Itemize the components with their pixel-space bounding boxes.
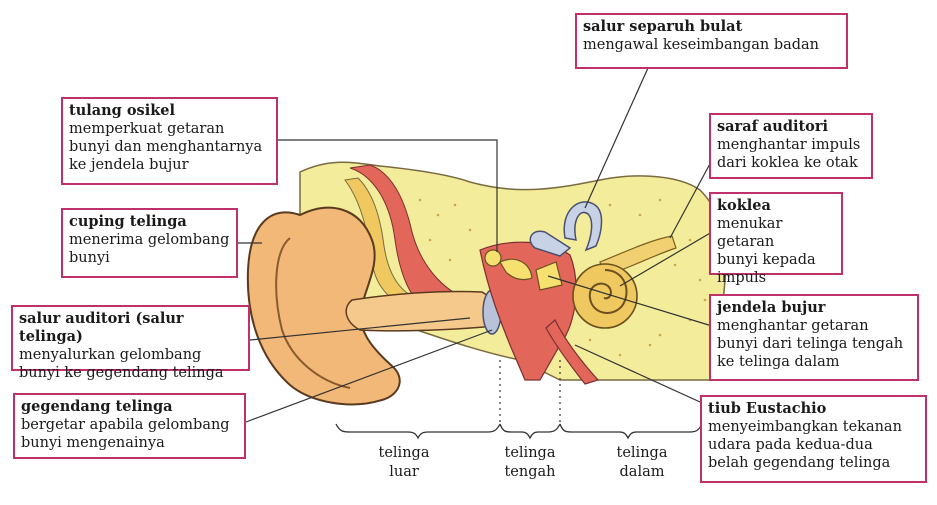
label-gegendang-telinga: gegendang telinga bergetar apabila gelom… [13,393,246,459]
label-salur-separuh-bulat: salur separuh bulat mengawal keseimbanga… [575,13,848,69]
label-title: jendela bujur [717,299,826,316]
label-title: saraf auditori [717,118,828,135]
label-title: salur separuh bulat [583,18,743,35]
label-desc: bergetar apabila gelombang bunyi mengena… [21,417,230,451]
label-desc: menyeimbangkan tekanan udara pada kedua-… [708,419,902,471]
label-title: tiub Eustachio [708,400,827,417]
region-dividers [499,360,561,425]
cochlea [572,263,638,329]
region-telinga-tengah: telinga tengah [504,445,556,480]
region-brackets [335,423,703,440]
label-cuping-telinga: cuping telinga menerima gelombang bunyi [61,208,238,278]
label-salur-auditori: salur auditori (salur telinga) menyalurk… [11,305,250,381]
eustachian-tube [545,319,600,385]
label-title: tulang osikel [69,102,175,119]
label-desc: menghantar getaran bunyi dari telinga te… [717,318,904,370]
pinna [246,206,401,406]
label-desc: menyalurkan gelombang bunyi ke gegendang… [19,347,224,381]
label-tulang-osikel: tulang osikel memperkuat getaran bunyi d… [61,97,278,185]
pinna-fold [275,237,351,389]
label-desc: menghantar impuls dari koklea ke otak [717,137,861,171]
label-desc: menerima gelombang bunyi [69,232,230,266]
label-desc: mengawal keseimbangan badan [583,37,820,53]
region-telinga-dalam: telinga dalam [616,445,668,480]
label-desc: memperkuat getaran bunyi dan menghantarn… [69,121,263,173]
label-title: koklea [717,197,771,214]
label-tiub-eustachio: tiub Eustachio menyeimbangkan tekanan ud… [700,395,927,483]
label-koklea: koklea menukar getaran bunyi kepada impu… [709,192,843,286]
label-title: cuping telinga [69,213,187,230]
label-title: salur auditori (salur telinga) [19,310,184,345]
label-title: gegendang telinga [21,398,173,415]
label-jendela-bujur: jendela bujur menghantar getaran bunyi d… [709,294,919,381]
ear-canal [345,290,499,332]
label-desc: menukar getaran bunyi kepada impuls [717,216,816,286]
region-telinga-luar: telinga luar [378,445,430,480]
bone-texture [418,198,707,357]
leader-lines [238,67,713,423]
label-saraf-auditori: saraf auditori menghantar impuls dari ko… [709,113,873,179]
semicircular-canals [529,201,603,257]
